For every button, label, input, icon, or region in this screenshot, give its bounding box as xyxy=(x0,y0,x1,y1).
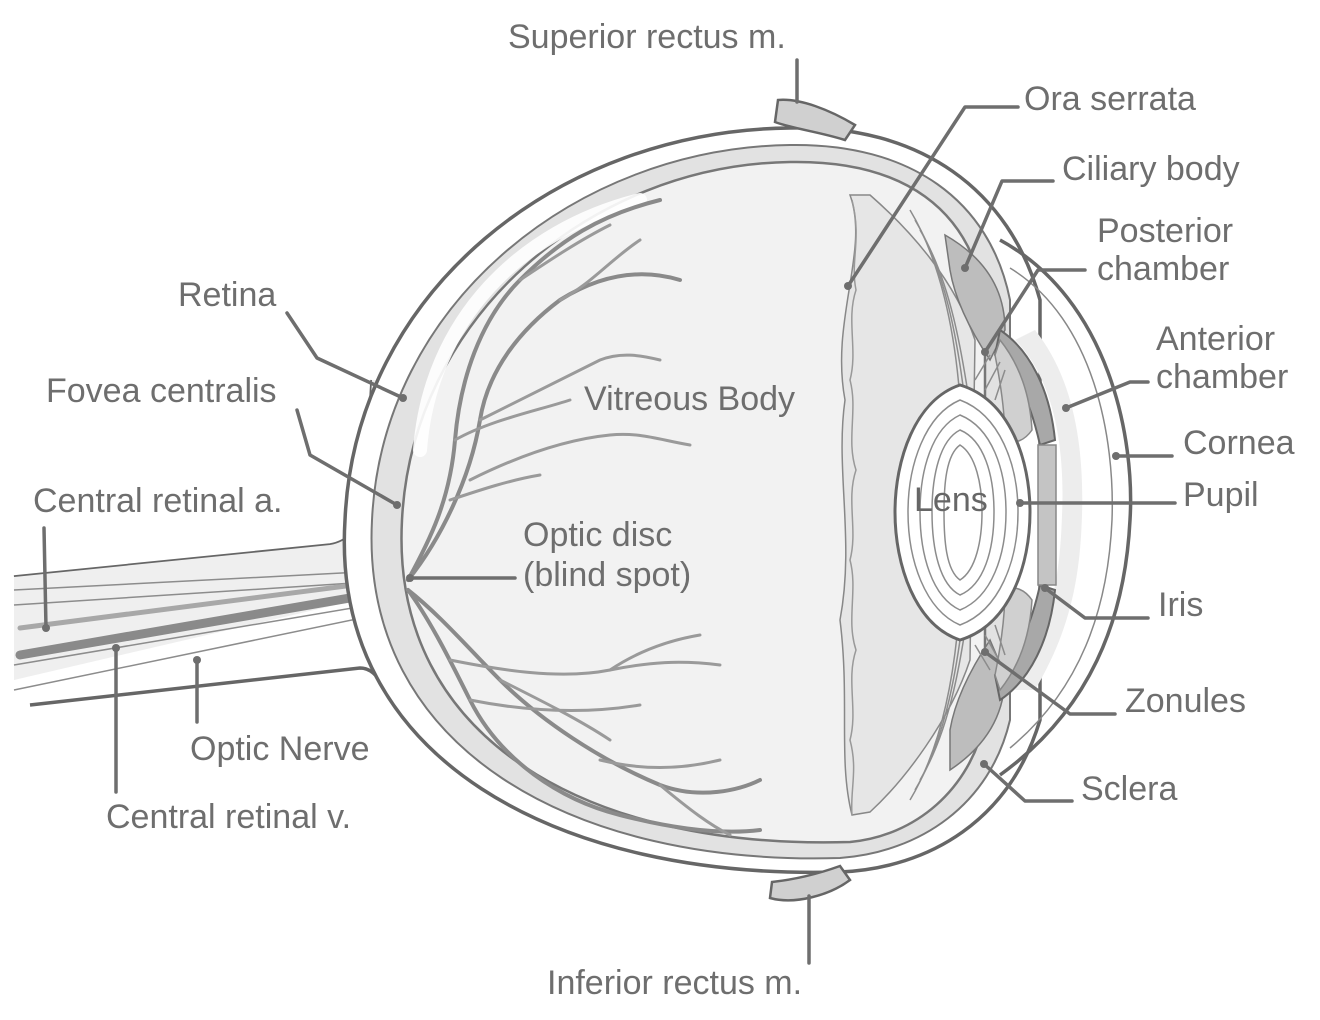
leader-fovea xyxy=(295,408,399,507)
leader-lines xyxy=(42,58,1177,965)
inferior-rectus-muscle xyxy=(768,864,852,902)
label-pupil: Pupil xyxy=(1183,476,1259,514)
label-optic-disc-line1: Optic disc xyxy=(523,516,673,554)
label-posterior-chamber-line1: Posterior xyxy=(1097,212,1234,250)
leader-central-retinal-a xyxy=(42,526,48,630)
label-optic-nerve: Optic Nerve xyxy=(190,730,370,768)
label-anterior-chamber-line1: Anterior xyxy=(1156,320,1276,358)
label-anterior-chamber-line2: chamber xyxy=(1156,358,1289,396)
label-zonules: Zonules xyxy=(1125,682,1246,720)
leader-sclera xyxy=(982,762,1074,803)
label-central-retinal-a: Central retinal a. xyxy=(33,482,283,520)
leader-retina xyxy=(285,311,405,400)
rectus-muscles xyxy=(768,98,857,902)
label-central-retinal-v: Central retinal v. xyxy=(106,798,352,836)
label-posterior-chamber-line2: chamber xyxy=(1097,250,1230,288)
label-superior-rectus: Superior rectus m. xyxy=(508,18,786,56)
label-iris: Iris xyxy=(1158,586,1204,624)
lens xyxy=(893,354,1032,671)
label-inferior-rectus: Inferior rectus m. xyxy=(547,964,803,1002)
cornea xyxy=(998,238,1133,777)
label-ora-serrata: Ora serrata xyxy=(1024,80,1196,118)
ciliary-body-lower xyxy=(949,638,1006,772)
leader-zonules xyxy=(983,650,1117,716)
label-optic-disc-line2: (blind spot) xyxy=(523,556,692,594)
central-retinal-artery xyxy=(17,575,411,631)
label-cornea: Cornea xyxy=(1183,424,1295,462)
label-lens: Lens xyxy=(914,481,988,519)
central-retinal-vein xyxy=(15,583,413,660)
anterior-chamber xyxy=(1015,330,1083,690)
cornea-group xyxy=(998,238,1133,777)
label-ciliary-body: Ciliary body xyxy=(1062,150,1240,188)
leader-ciliary-body xyxy=(963,179,1055,270)
label-retina: Retina xyxy=(178,276,277,314)
superior-rectus-muscle xyxy=(773,98,857,142)
label-sclera: Sclera xyxy=(1081,770,1178,808)
leader-ora-serrata xyxy=(846,105,1020,288)
label-fovea-centralis: Fovea centralis xyxy=(46,372,277,410)
leader-anterior-chamber xyxy=(1064,380,1150,410)
retinal-vessels xyxy=(406,198,762,837)
leader-posterior-chamber xyxy=(983,268,1087,354)
leader-iris xyxy=(1043,586,1150,620)
label-vitreous-body: Vitreous Body xyxy=(584,380,796,418)
